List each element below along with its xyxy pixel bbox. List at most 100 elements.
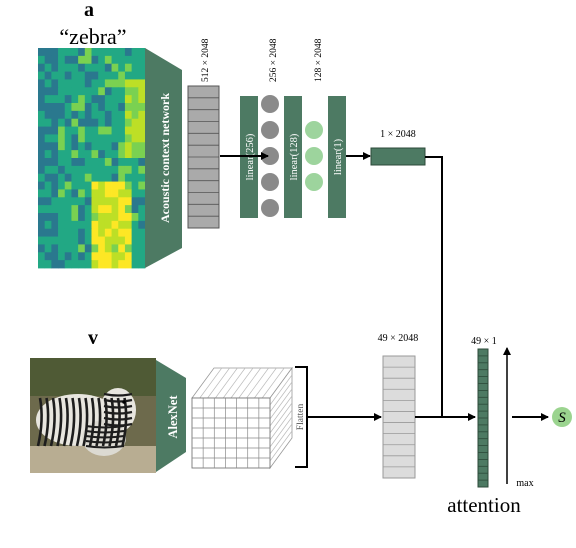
spectrogram-cell xyxy=(118,103,126,112)
spectrogram-cell xyxy=(71,48,79,57)
spectrogram-cell xyxy=(71,110,79,120)
spectrogram-cell xyxy=(51,87,59,96)
spectrogram-cell xyxy=(118,197,126,206)
spectrogram-cell xyxy=(131,197,139,206)
spectrogram-cell xyxy=(138,95,146,104)
spectrogram-cell xyxy=(111,71,119,80)
spectrogram-cell xyxy=(124,142,133,151)
spectrogram-cell xyxy=(138,110,146,120)
spectrogram-cell xyxy=(84,158,92,167)
spectrogram-cell xyxy=(91,197,99,206)
spectrogram-cell xyxy=(131,189,139,198)
spectrogram-cell xyxy=(44,158,52,167)
spectrogram-cell xyxy=(124,63,133,72)
spectrogram-cell xyxy=(71,95,79,104)
spectrogram-cell xyxy=(44,197,52,206)
spectrogram-cell xyxy=(38,150,46,159)
spectrogram-cell xyxy=(138,181,146,190)
spectrogram-cell xyxy=(98,118,106,127)
spectrogram-cell xyxy=(38,142,46,151)
spectrogram-cell xyxy=(38,189,46,198)
spectrogram-cell xyxy=(71,228,79,237)
spectrogram-cell xyxy=(44,236,52,245)
spectrogram-cell xyxy=(91,48,99,57)
spectrogram-cell xyxy=(51,205,59,214)
spectrogram-cell xyxy=(64,197,72,206)
spectrogram-cell xyxy=(104,205,112,214)
score-circle xyxy=(552,407,572,427)
spectrogram-cell xyxy=(71,213,79,222)
spectrogram-cell xyxy=(38,252,46,261)
spectrogram-cell xyxy=(111,197,119,206)
spectrogram-cell xyxy=(58,126,66,135)
flatten-label: Flatten xyxy=(296,404,306,431)
spectrogram-cell xyxy=(91,95,99,104)
spectrogram-cell xyxy=(98,220,106,230)
cube-top-hatch xyxy=(238,367,262,399)
spectrogram-cell xyxy=(118,260,126,269)
spectrogram-cell xyxy=(44,244,52,253)
spectrogram-cell xyxy=(44,260,52,269)
spectrogram-cell xyxy=(124,228,133,237)
spectrogram-cell xyxy=(84,142,92,151)
spectrogram-cell xyxy=(124,150,133,159)
spectrogram-cell xyxy=(131,205,139,214)
spectrogram-cell xyxy=(131,134,139,143)
spectrogram-cell xyxy=(84,71,92,80)
spectrogram-cell xyxy=(44,118,52,127)
spectrogram-cell xyxy=(118,95,126,104)
spectrogram-cell xyxy=(58,173,66,182)
spectrogram-cell xyxy=(98,87,106,96)
spectrogram-cell xyxy=(58,55,66,65)
spectrogram-cell xyxy=(51,134,59,143)
spectrogram-cell xyxy=(111,236,119,245)
spectrogram-cell xyxy=(51,95,59,104)
zebra-photo xyxy=(30,358,156,473)
zebra-second-stripe xyxy=(85,445,125,449)
cube-side-hatch xyxy=(269,402,293,434)
spectrogram-cell xyxy=(98,197,106,206)
spectrogram-cell xyxy=(104,220,112,230)
spectrogram-cell xyxy=(64,95,72,104)
spectrogram-cell xyxy=(124,95,133,104)
spectrogram-cell xyxy=(104,173,112,182)
spectrogram-cell xyxy=(38,158,46,167)
spectrogram-cell xyxy=(138,173,146,182)
hidden-node-256 xyxy=(261,121,279,139)
spectrogram-cell xyxy=(111,213,119,222)
spectrogram-cell xyxy=(38,205,46,214)
spectrogram-cell xyxy=(44,220,52,230)
spectrogram-cell xyxy=(131,228,139,237)
spectrogram-cell xyxy=(104,55,112,65)
visual-features-block xyxy=(382,355,416,479)
cube-side-hatch xyxy=(269,423,293,455)
spectrogram-cell xyxy=(98,213,106,222)
spectrogram-cell xyxy=(58,213,66,222)
spectrogram-cell xyxy=(78,134,86,143)
spectrogram-cell xyxy=(64,79,72,88)
cube-top-hatch xyxy=(246,367,269,399)
spectrogram-cell xyxy=(84,95,92,104)
spectrogram-cell xyxy=(78,213,86,222)
spectrogram-cell xyxy=(58,228,66,237)
spectrogram-cell xyxy=(44,165,52,175)
cube-top-hatch xyxy=(215,367,238,399)
spectrogram-cell xyxy=(131,142,139,151)
spectrogram-cell xyxy=(78,150,86,159)
context-feature-block xyxy=(187,85,220,229)
spectrogram-cell xyxy=(58,252,66,261)
spectrogram-cell xyxy=(64,134,72,143)
spectrogram-cell xyxy=(111,220,119,230)
spectrogram-cell xyxy=(138,150,146,159)
spectrogram-cell xyxy=(78,252,86,261)
spectrogram-cell xyxy=(138,213,146,222)
spectrogram-cell xyxy=(44,181,52,190)
spectrogram-cell xyxy=(44,142,52,151)
spectrogram-cell xyxy=(138,236,146,245)
zebra-eye xyxy=(122,400,126,404)
zebra-second-stripe xyxy=(85,435,125,439)
spectrogram-cell xyxy=(38,236,46,245)
spectrogram-cell xyxy=(131,110,139,120)
spectrogram-cell xyxy=(71,189,79,198)
